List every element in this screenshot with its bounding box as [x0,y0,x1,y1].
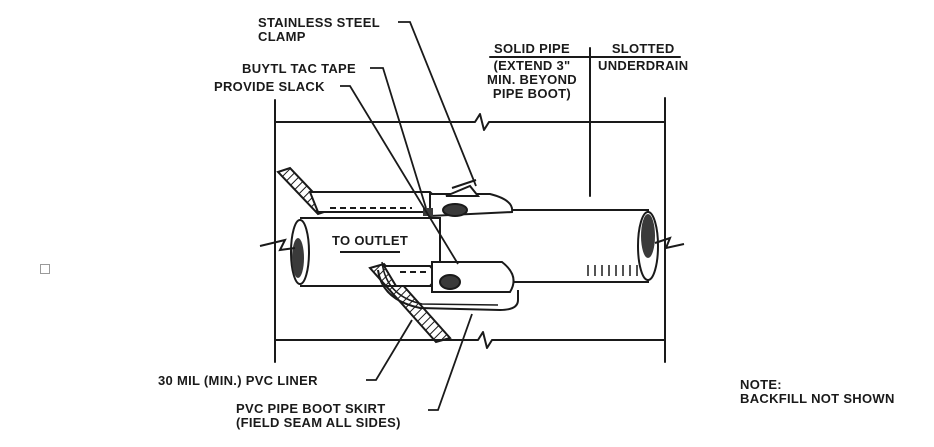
leader-slack [340,85,459,265]
leader-liner [366,319,413,381]
pipe-boot-skirt [377,269,519,312]
underdrain-pipe [495,209,659,283]
underdrain-slots [587,265,638,276]
bottom-grade-line [274,331,666,349]
label-stainless-clamp: STAINLESS STEEL CLAMP [258,15,380,44]
underdrain-pipe-end-fill [641,214,655,258]
outlet-break-mark [259,238,296,252]
clamp-lower [431,261,515,293]
underdrain-break-mark [654,236,685,250]
leader-skirt [428,313,473,411]
label-provide-slack: PROVIDE SLACK [214,79,325,94]
butyl-tape [423,208,433,216]
label-boot-skirt: PVC PIPE BOOT SKIRT (FIELD SEAM ALL SIDE… [236,401,401,430]
leader-clamp [398,21,477,187]
label-slotted-underdrain: SLOTTED UNDERDRAIN [598,41,689,73]
label-butyl-tape: BUYTL TAC TAPE [242,61,356,76]
label-solid-pipe: SOLID PIPE (EXTEND 3" MIN. BEYOND PIPE B… [487,41,577,101]
label-note: NOTE: BACKFILL NOT SHOWN [740,377,895,406]
label-pvc-liner: 30 MIL (MIN.) PVC LINER [158,373,318,388]
leader-tape [370,67,427,209]
clamp-upper [429,179,514,218]
label-to-outlet: TO OUTLET [332,233,409,248]
top-grade-line [274,113,666,131]
stray-checkbox-mark [40,264,50,274]
outlet-pipe-end-fill [292,238,304,278]
